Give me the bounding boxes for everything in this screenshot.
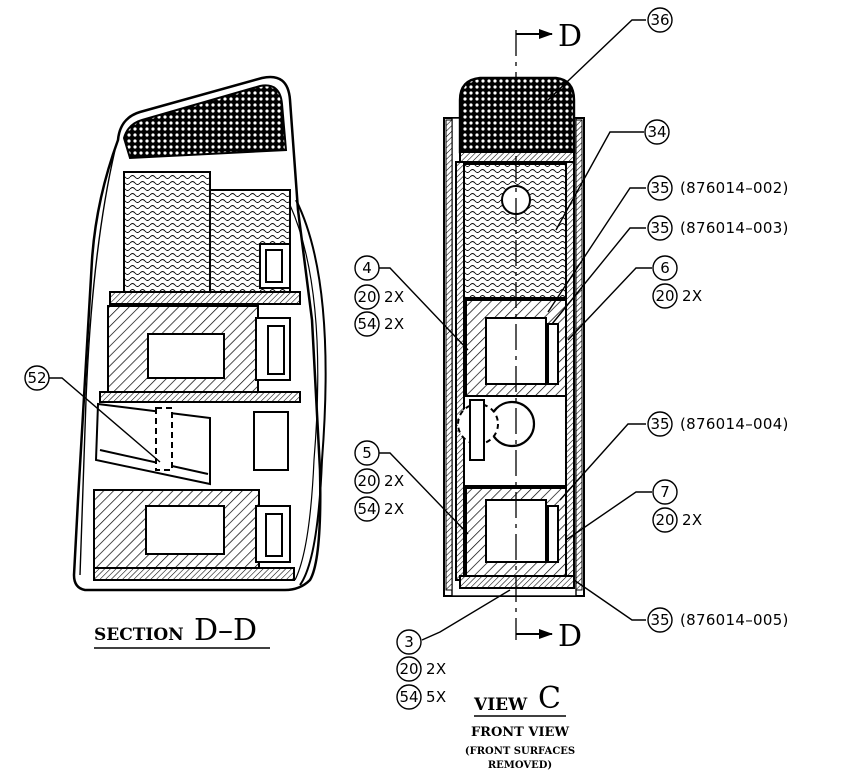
callout-54-4-qty: 2X: [384, 315, 404, 333]
callout-20-6-qty: 2X: [682, 287, 702, 305]
callout-54-3: 54: [399, 688, 418, 706]
callout-34: 34: [647, 123, 666, 141]
callout-35a: 35: [650, 179, 669, 197]
callout-20-4-qty: 2X: [384, 288, 404, 306]
callout-52: 52: [27, 369, 46, 387]
callout-7: 7: [660, 483, 670, 501]
callout-35a-part: (876014–002): [680, 179, 789, 197]
callout-20-7: 20: [655, 511, 674, 529]
callout-54-4: 54: [357, 315, 376, 333]
view-title-word: VIEW: [473, 695, 528, 715]
section-arrow-bottom-letter: D: [558, 619, 582, 654]
callout-5: 5: [362, 444, 372, 462]
section-d-d-view: [72, 75, 327, 592]
view-note-line2: REMOVED): [488, 760, 552, 771]
section-title-word: SECTION: [94, 625, 184, 645]
callout-54-5-qty: 2X: [384, 500, 404, 518]
callout-35b-part: (876014–003): [680, 219, 789, 237]
callout-35c: 35: [650, 415, 669, 433]
callouts: [24, 7, 678, 710]
callout-35d: 35: [650, 611, 669, 629]
callout-35b: 35: [650, 219, 669, 237]
callout-36: 36: [650, 11, 669, 29]
callout-3: 3: [404, 633, 414, 651]
callout-35c-part: (876014–004): [680, 415, 789, 433]
view-c-front-view: [443, 30, 585, 640]
callout-35d-part: (876014–005): [680, 611, 789, 629]
callout-20-3: 20: [399, 660, 418, 678]
section-title-letters: D–D: [194, 613, 257, 648]
callout-20-5: 20: [357, 472, 376, 490]
callout-20-6: 20: [655, 287, 674, 305]
section-d-d-title: SECTION D–D: [94, 613, 270, 649]
callout-20-7-qty: 2X: [682, 511, 702, 529]
view-subtitle: FRONT VIEW: [471, 725, 570, 740]
callout-54-3-qty: 5X: [426, 688, 446, 706]
callout-54-5: 54: [357, 500, 376, 518]
section-arrow-top-letter: D: [558, 19, 582, 54]
callout-4: 4: [362, 259, 372, 277]
callout-20-5-qty: 2X: [384, 472, 404, 490]
callout-20-4: 20: [357, 288, 376, 306]
section-arrow-top: D: [516, 19, 582, 54]
view-c-title: VIEW C FRONT VIEW (FRONT SURFACES REMOVE…: [465, 681, 575, 771]
section-arrow-bottom: D: [516, 619, 582, 654]
callout-6: 6: [660, 259, 670, 277]
callout-20-3-qty: 2X: [426, 660, 446, 678]
view-note-line1: (FRONT SURFACES: [465, 746, 575, 757]
view-title-letter: C: [538, 681, 561, 716]
